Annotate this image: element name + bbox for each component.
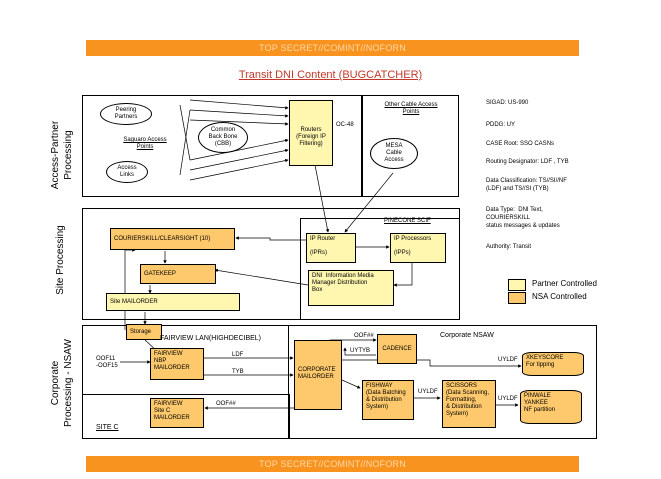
sigad-text: SIGAD: US-990 [486,100,529,106]
legend-partner-label: Partner Controlled [532,279,597,288]
legend-nsa-swatch [508,292,526,304]
diagram-title: Transit DNI Content (BUGCATCHER) [238,69,423,81]
section-label-access-partner: Access-Partner Processing [50,120,74,190]
pinwale-db: PINWALE YANKEE NF partition [520,390,582,424]
authority-text: Authority: Transit [486,244,532,250]
section-label-corporate: Corporate Processing - NSAW [50,339,74,427]
ip-processors-box: IP Processors (IPPs) [390,233,446,263]
oof11-label: OOF11 -OOF15 [96,356,118,369]
corporate-nsaw-region [288,325,597,439]
access-links-cloud: Access Links [106,161,148,183]
peering-partners-cloud: Peering Partners [100,103,152,125]
site-c-label: SITE C [96,424,119,431]
fairview-site-c-box: FAIRVIEW Site C MAILORDER [150,398,204,428]
legend-partner-swatch [508,279,526,291]
case-root-text: CASE Root: SSO CASNs [486,141,555,147]
ldf-label: LDF [232,352,244,358]
dni-distribution-box: DNI Information Media Manager Distributi… [308,270,394,306]
tyb-label: TYB [232,369,244,375]
access-partner-region [82,95,362,197]
cbb-cloud: Common Back Bone (CBB) [198,122,248,153]
routing-designator-text: Routing Designator: LDF , TYB [486,159,569,165]
site-c-region [82,394,290,439]
section-label-site-processing: Site Processing [55,225,66,295]
other-cable-region [362,95,459,197]
storage-box: Storage [126,324,162,340]
xkeyscore-db: XKEYSCORE For tipping [522,352,584,376]
corporate-mailorder-box: CORPORATE MAILORDER [294,340,342,410]
fishway-box: FISHWAY (Data Batching & Distribution Sy… [362,380,414,420]
uyldf-mid-label: UYLDF [418,389,438,395]
oof-top-label: OOF## [354,333,374,339]
routers-box: Routers (Foreign IP Filtering) [289,100,333,166]
gatekeep-box: GATEKEEP [140,264,216,284]
legend-nsa-label: NSA Controlled [532,292,587,301]
oof-bot-label: OOF## [216,401,236,407]
pddg-text: PDDG: UY [486,122,516,128]
fairview-nbp-mailorder-box: FAIRVIEW NBP MAILORDER [150,348,204,380]
site-mailorder-box: Site MAILORDER [106,293,240,311]
pinecone-label: PINECONE SCIF [384,218,431,224]
ip-router-box: IP Router (IPRs) [306,233,356,263]
cadence-box: CADENCE [377,334,417,364]
courierskill-box: COURIERSKILL/CLEARSIGHT (10) [110,228,235,250]
uyldf-bot-label: UYLDF [498,396,518,402]
data-type-text: Data Type: DNI Text, COURIERSKILL status… [486,207,560,229]
corporate-nsaw-label: Corporate NSAW [440,332,494,339]
saguaro-access-label: Saguaro Access Points [123,137,167,150]
oc48-label: OC-48 [336,122,354,128]
fairview-lan-label: FAIRVIEW LAN(HIGHDECIBEL) [160,335,262,342]
scissors-box: SCISSORS (Data Scanning, Formatting, & D… [442,380,496,428]
mesa-cloud: MESA Cable Access [370,138,418,169]
classification-banner-top: TOP SECRET//COMINT//NOFORN [86,40,579,56]
data-classification-text: Data Classification: TS//SI//NF (LDF) an… [486,178,567,192]
classification-banner-bottom: TOP SECRET//COMINT//NOFORN [86,456,579,472]
uytyb-label: UYTYB [350,348,371,354]
other-cable-label: Other Cable Access Points [384,102,438,115]
pinecone-region [300,218,460,320]
uyldf-top-label: UYLDF [498,357,518,363]
